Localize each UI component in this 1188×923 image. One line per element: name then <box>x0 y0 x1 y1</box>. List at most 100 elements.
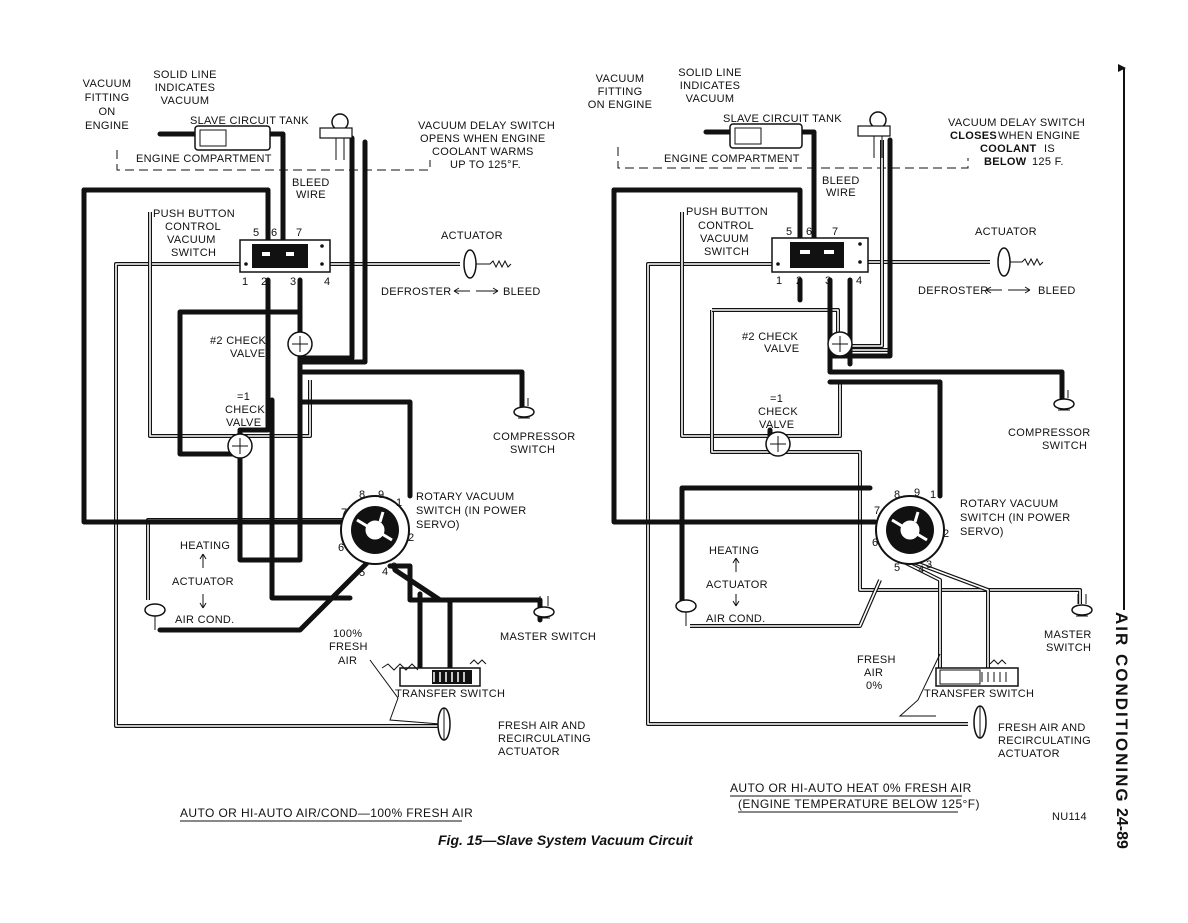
bleed-wire-label: WIRE <box>826 187 856 199</box>
push-button-label: VACUUM <box>167 234 216 246</box>
rotary-port: 5 <box>359 567 365 579</box>
delay-switch-label: UP TO 125°F. <box>450 159 521 171</box>
rotary-port: 1 <box>930 489 936 501</box>
rotary-port: 7 <box>341 507 347 519</box>
solid-line-note: SOLID LINE <box>153 69 217 81</box>
port-number: 4 <box>856 275 862 287</box>
mode-actuator <box>144 553 207 630</box>
check2-label: #2 CHECK <box>742 331 799 343</box>
fresh-air-label: AIR <box>338 655 357 667</box>
actuator-label: ACTUATOR <box>441 230 503 242</box>
port-number: 4 <box>324 276 330 288</box>
left-panel-diagram <box>81 113 555 741</box>
push-button-switch <box>239 239 331 273</box>
vacuum-fitting-label: FITTING <box>598 86 643 98</box>
engine-compartment-boundary-right <box>617 147 969 169</box>
push-button-label: SWITCH <box>171 247 216 259</box>
right-labels: VACUUM FITTING ON ENGINE SOLID LINE INDI… <box>588 67 1092 823</box>
port-number: 2 <box>261 276 267 288</box>
fresh-air-label: AIR <box>864 667 883 679</box>
defroster-bleed-arrow-right <box>985 286 1031 294</box>
check1-label: VALVE <box>226 417 261 429</box>
check2-label: #2 CHECK <box>210 335 267 347</box>
port-number: 6 <box>806 226 812 238</box>
vacuum-fitting-label: ENGINE <box>85 120 129 132</box>
vacuum-fitting-label: VACUUM <box>596 73 645 85</box>
recirc-label: ACTUATOR <box>998 748 1060 760</box>
air-cond-label: AIR COND. <box>706 613 766 625</box>
check-valve-2 <box>287 331 313 357</box>
rotary-switch <box>340 495 410 565</box>
rotary-port: 4 <box>382 566 388 578</box>
transfer-label: TRANSFER SWITCH <box>924 688 1034 700</box>
rotary-port: 6 <box>872 537 878 549</box>
vacuum-fitting-label: ON ENGINE <box>588 99 652 111</box>
mode-actuator-right <box>675 557 740 626</box>
fresh-air-label: FRESH <box>329 641 368 653</box>
rotary-port: 2 <box>408 532 414 544</box>
slave-tank-right <box>729 123 803 149</box>
rotary-port: 3 <box>926 559 932 571</box>
port-number: 2 <box>796 275 802 287</box>
engine-compartment-label: ENGINE COMPARTMENT <box>136 153 272 165</box>
rotary-port: 6 <box>338 542 344 554</box>
bleed-wire-label: WIRE <box>296 189 326 201</box>
rotary-label: SWITCH (IN POWER <box>416 505 527 517</box>
fresh-air-label: 0% <box>866 680 883 692</box>
rotary-port: 4 <box>918 564 924 576</box>
delay-switch-label: OPENS WHEN ENGINE <box>420 133 546 145</box>
bleed-wire-label: BLEED <box>822 175 860 187</box>
figure-title: Fig. 15—Slave System Vacuum Circuit <box>438 832 694 848</box>
master-switch-right <box>1071 594 1093 617</box>
delay-switch-label: BELOW <box>984 156 1027 168</box>
right-caption-2: (ENGINE TEMPERATURE BELOW 125°F) <box>738 797 980 811</box>
compressor-label: COMPRESSOR <box>1008 427 1090 439</box>
recirc-label: FRESH AIR AND <box>498 720 586 732</box>
master-label: MASTER <box>1044 629 1092 641</box>
delay-switch-label: COOLANT WARMS <box>432 146 534 158</box>
rotary-switch-right <box>875 495 945 565</box>
rotary-label: ROTARY VACUUM <box>960 498 1058 510</box>
check-valve-1-right <box>765 431 791 457</box>
bleed-wire-label: BLEED <box>292 177 330 189</box>
push-button-label: CONTROL <box>165 221 221 233</box>
rotary-port: 2 <box>943 528 949 540</box>
rotary-port: 7 <box>874 505 880 517</box>
rotary-port: 8 <box>894 489 900 501</box>
left-caption: AUTO OR HI-AUTO AIR/COND—100% FRESH AIR <box>180 806 473 820</box>
delay-switch <box>319 113 353 160</box>
air-cond-label: AIR COND. <box>175 614 235 626</box>
actuator-label: ACTUATOR <box>975 226 1037 238</box>
slave-tank-fitting <box>199 129 227 147</box>
check1-label: VALVE <box>759 419 794 431</box>
check-valve-2-right <box>827 331 853 357</box>
port-number: 1 <box>242 276 248 288</box>
rotary-port: 3 <box>391 561 397 573</box>
compressor-switch-right <box>1053 390 1075 411</box>
rotary-label: SERVO) <box>960 526 1004 538</box>
port-number: 7 <box>296 227 302 239</box>
recirc-label: RECIRCULATING <box>998 735 1091 747</box>
actuator2-label: ACTUATOR <box>706 579 768 591</box>
delay-switch-label: COOLANT <box>980 143 1036 155</box>
defroster-label: DEFROSTER <box>381 286 452 298</box>
delay-switch-label: VACUUM DELAY SWITCH <box>418 120 555 132</box>
compressor-label: SWITCH <box>510 444 555 456</box>
solid-line-note: INDICATES <box>680 80 741 92</box>
rotary-label: SWITCH (IN POWER <box>960 512 1071 524</box>
delay-switch-label: VACUUM DELAY SWITCH <box>948 117 1085 129</box>
rotary-port: 9 <box>914 487 920 499</box>
check-valve-1 <box>227 433 253 459</box>
sidebar: AIR CONDITIONING 24-89 <box>1112 64 1131 849</box>
port-number: 5 <box>253 227 259 239</box>
solid-line-note: VACUUM <box>161 95 210 107</box>
push-button-label: PUSH BUTTON <box>153 208 235 220</box>
solid-line-note: VACUUM <box>686 93 735 105</box>
rotary-port: 5 <box>894 562 900 574</box>
push-button-label: SWITCH <box>704 246 749 258</box>
arrow-icon <box>1118 64 1126 72</box>
solid-line-note: SOLID LINE <box>678 67 742 79</box>
recirc-label: RECIRCULATING <box>498 733 591 745</box>
